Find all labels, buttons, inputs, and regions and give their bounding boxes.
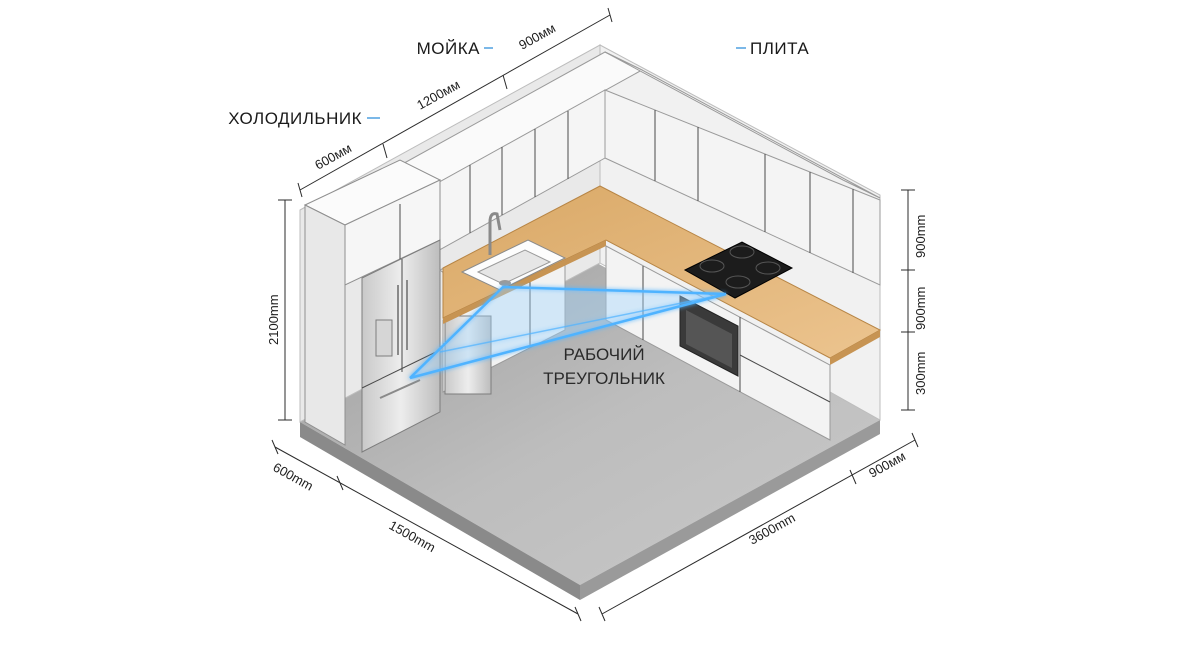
dimension-lines xyxy=(271,7,919,622)
dim-top-sink: 1200мм xyxy=(414,77,462,113)
dim-right-mid: 900mm xyxy=(913,287,928,330)
countertop xyxy=(442,185,882,365)
work-triangle xyxy=(409,285,727,380)
dim-right-upper: 900mm xyxy=(913,215,928,258)
fridge xyxy=(361,239,441,453)
upper-cabinets-right xyxy=(604,51,881,286)
dim-height-total: 2100mm xyxy=(266,294,281,345)
fridge-column xyxy=(303,159,442,446)
dim-right-low: 300mm xyxy=(913,352,928,395)
dim-top-fridge: 600мм xyxy=(312,140,354,172)
dim-floor-left-short: 600mm xyxy=(271,460,316,494)
label-triangle-line2: ТРЕУГОЛЬНИК xyxy=(543,369,665,388)
sink xyxy=(460,212,567,291)
label-triangle-line1: РАБОЧИЙ xyxy=(563,345,644,364)
upper-cabinets-left xyxy=(386,51,644,259)
dim-floor-right-long: 3600mm xyxy=(746,510,798,548)
dim-floor-right-short: 900мм xyxy=(866,448,908,480)
hob xyxy=(683,241,794,299)
label-stove: ПЛИТА xyxy=(750,39,809,58)
label-fridge: ХОЛОДИЛЬНИК xyxy=(228,109,362,128)
label-sink: МОЙКА xyxy=(417,39,481,58)
